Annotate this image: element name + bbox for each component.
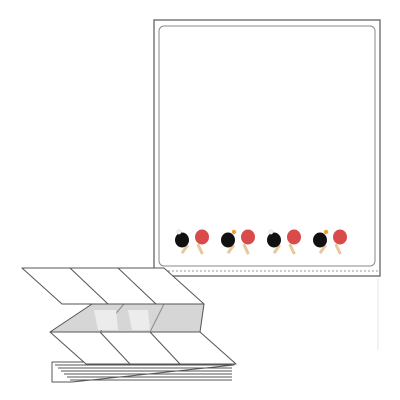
paddle-pair-icon	[313, 229, 347, 255]
paddle-pair-icon	[221, 229, 255, 255]
stack-folded-sheet	[49, 303, 205, 333]
stack-edges	[51, 361, 235, 383]
paddle-pair-icon	[267, 229, 301, 255]
label-sheet	[153, 19, 381, 350]
paddle-row	[175, 229, 347, 255]
stack-bottom-sheet	[49, 331, 237, 365]
stack-top-sheet	[21, 267, 205, 305]
label-die-cut	[158, 25, 376, 267]
paddle-pair-icon	[175, 229, 209, 255]
fanfold-stack	[21, 267, 237, 383]
